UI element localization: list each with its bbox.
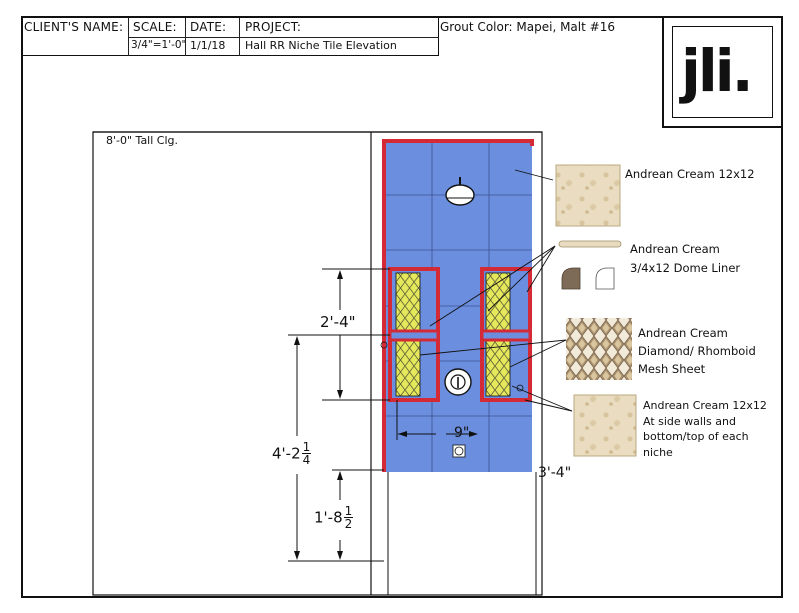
callout-line: Andrean Cream [630, 242, 720, 256]
dim-niche-width-label: 9" [454, 425, 470, 441]
dim-total-numerator: 1 [301, 440, 312, 454]
right-niche [480, 267, 532, 402]
valve-icon [444, 368, 472, 396]
liner-border [382, 139, 534, 472]
dim-curb-label: 3'-4" [538, 465, 572, 481]
dim-bottom-denominator: 2 [344, 517, 353, 531]
leader-mesh-a [509, 339, 567, 368]
dim-total-line [288, 334, 390, 562]
callout-line: Andrean Cream 12x12 [643, 399, 767, 412]
callout-line: Andrean Cream 12x12 [625, 167, 755, 181]
grout-note: Grout Color: Mapei, Malt #16 [440, 20, 615, 34]
dim-bottom-label: 1'-8 1 2 [314, 504, 354, 535]
leader-liner-c [526, 245, 556, 293]
scale-row-divider [129, 37, 439, 38]
dim-niche-height-line [322, 268, 390, 401]
leader-side-b [524, 399, 573, 412]
dim-bottom-line [332, 469, 384, 560]
leader-liner-a [429, 245, 556, 327]
client-cell: CLIENT'S NAME: [22, 18, 129, 56]
date-cell: DATE: 1/1/18 [186, 18, 240, 56]
callout-mesh-sheet: Andrean Cream Diamond/ Rhomboid Mesh She… [638, 324, 756, 378]
scale-label: SCALE: [133, 20, 177, 34]
callout-field-tile: Andrean Cream 12x12 [625, 166, 755, 183]
swatch-side-walls [573, 394, 637, 457]
leader-side-a [511, 385, 573, 412]
logo-inner-frame: jli. [672, 26, 773, 118]
dim-bottom-numerator: 1 [343, 504, 354, 518]
dim-bottom-fraction: 1 2 [343, 504, 354, 531]
swatch-field-tile [555, 164, 621, 227]
logo-text: jli. [681, 37, 754, 105]
client-label: CLIENT'S NAME: [24, 20, 124, 34]
callout-line: 3/4x12 Dome Liner [630, 261, 741, 275]
callout-line: bottom/top of each [643, 430, 749, 443]
callout-side-walls: Andrean Cream 12x12 At side walls and bo… [643, 398, 767, 460]
date-value: 1/1/18 [190, 39, 226, 52]
project-value: Hall RR Niche Tile Elevation [245, 39, 397, 52]
callout-line: At side walls and [643, 414, 736, 428]
callout-line: Diamond/ Rhomboid [638, 344, 756, 358]
dim-total-whole: 4'-2 [272, 444, 301, 463]
dim-total-label: 4'-2 1 4 [272, 440, 312, 471]
dim-niche-width-line [396, 400, 478, 440]
sheet-border [21, 16, 783, 598]
dim-total-denominator: 4 [302, 453, 311, 467]
swatch-mesh-sheet [566, 318, 632, 380]
leader-field-tile [514, 169, 554, 181]
leader-mesh-b [419, 339, 567, 356]
shower-head-icon [445, 177, 475, 206]
dim-niche-height-label: 2'-4" [320, 313, 356, 331]
callout-line: Andrean Cream [638, 326, 728, 340]
title-block [21, 16, 439, 56]
dim-total-fraction: 1 4 [301, 440, 312, 467]
callout-line: niche [643, 445, 673, 459]
ceiling-note: 8'-0" Tall Clg. [106, 134, 179, 147]
dim-bottom-whole: 1'-8 [314, 508, 343, 527]
scale-value: 3/4"=1'-0" [131, 39, 187, 51]
swatch-dome-liner [558, 240, 622, 290]
project-cell: PROJECT: Hall RR Niche Tile Elevation [241, 18, 437, 56]
leader-liner-b [487, 245, 556, 312]
callout-dome-liner: Andrean Cream 3/4x12 Dome Liner [630, 240, 740, 278]
date-label: DATE: [190, 20, 227, 34]
project-label: PROJECT: [245, 20, 302, 34]
callout-line: Mesh Sheet [638, 362, 706, 376]
drain-icon [452, 444, 466, 458]
logo-box: jli. [662, 16, 783, 128]
